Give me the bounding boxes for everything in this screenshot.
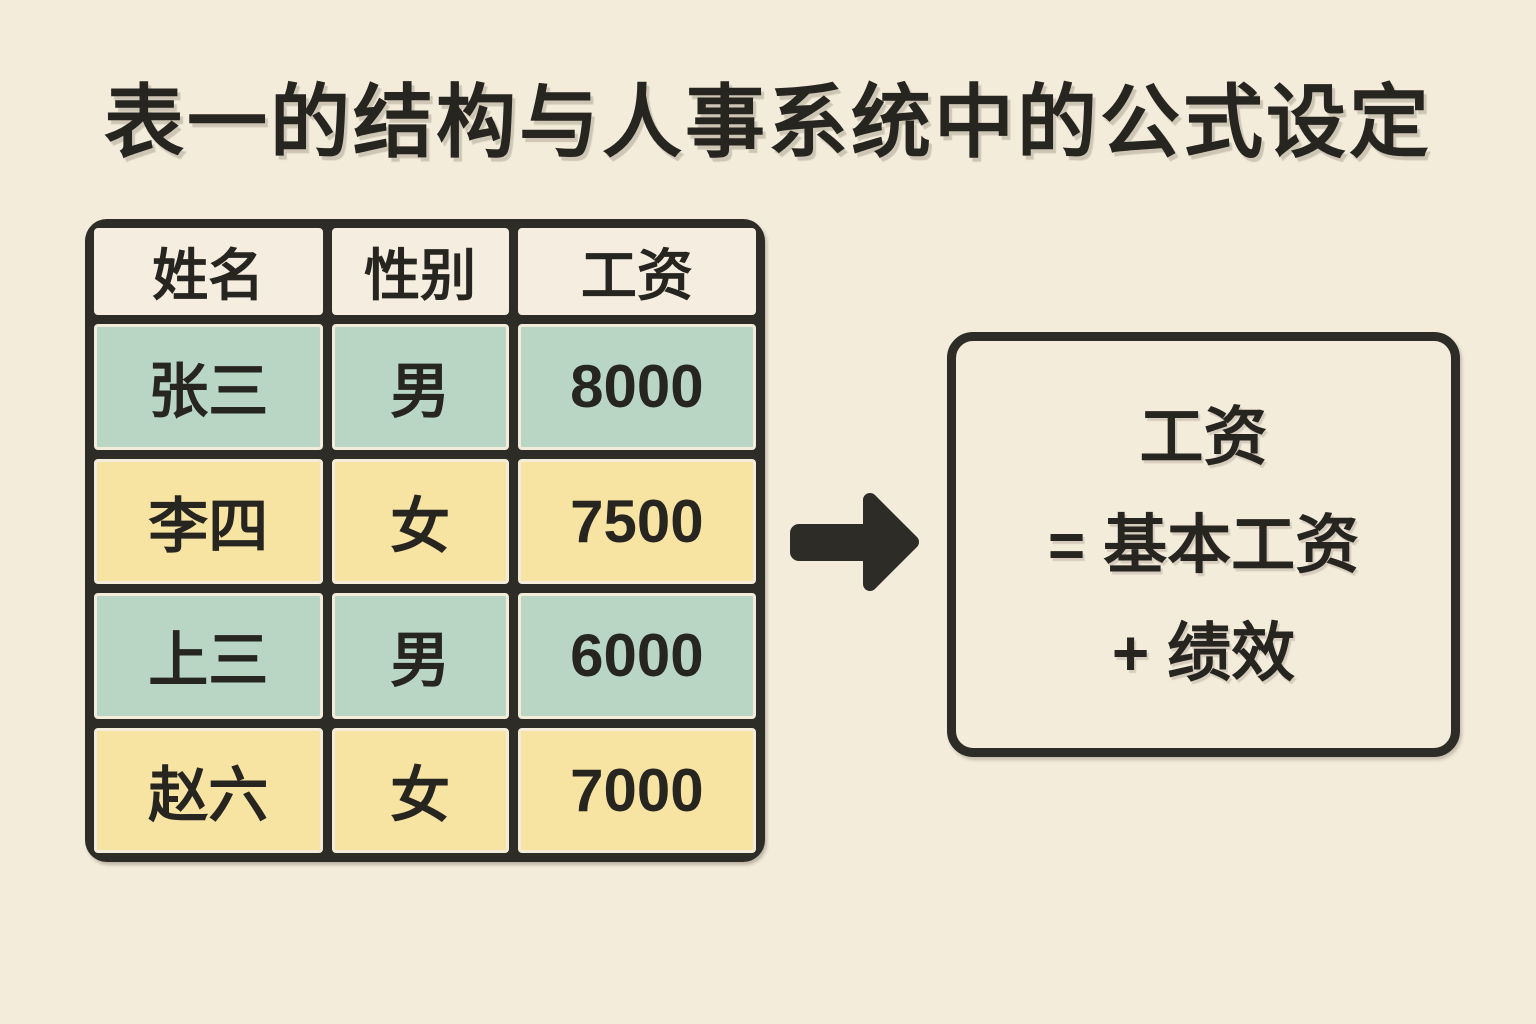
salary-table: 姓名 性别 工资 张三 男 8000 李四 女 7500 上三 男 6000 赵… [85, 219, 765, 862]
formula-line-base-salary: = 基本工资 [1047, 508, 1360, 581]
header-cell-salary: 工资 [517, 228, 756, 315]
name-cell: 赵六 [94, 727, 323, 853]
salary-cell: 6000 [517, 593, 756, 719]
salary-cell: 8000 [517, 324, 756, 450]
gender-cell: 男 [331, 593, 509, 719]
gender-cell: 男 [331, 324, 509, 450]
table-header-row: 姓名 性别 工资 [94, 228, 756, 315]
salary-cell: 7000 [517, 727, 756, 853]
header-cell-gender: 性别 [331, 228, 509, 315]
table-row: 李四 女 7500 [94, 458, 756, 584]
name-cell: 张三 [94, 324, 323, 450]
table-row: 赵六 女 7000 [94, 727, 756, 853]
formula-line-performance: + 绩效 [1111, 616, 1296, 689]
table-row: 张三 男 8000 [94, 324, 756, 450]
page-title: 表一的结构与人事系统中的公式设定 [104, 78, 1432, 167]
gender-cell: 女 [331, 727, 509, 853]
table-row: 上三 男 6000 [94, 593, 756, 719]
formula-box: 工资 = 基本工资 + 绩效 [947, 332, 1460, 757]
salary-cell: 7500 [517, 458, 756, 584]
name-cell: 上三 [94, 593, 323, 719]
formula-line-salary: 工资 [1139, 400, 1268, 473]
right-arrow-icon [788, 486, 924, 598]
name-cell: 李四 [94, 458, 323, 584]
header-cell-name: 姓名 [94, 228, 323, 315]
gender-cell: 女 [331, 458, 509, 584]
